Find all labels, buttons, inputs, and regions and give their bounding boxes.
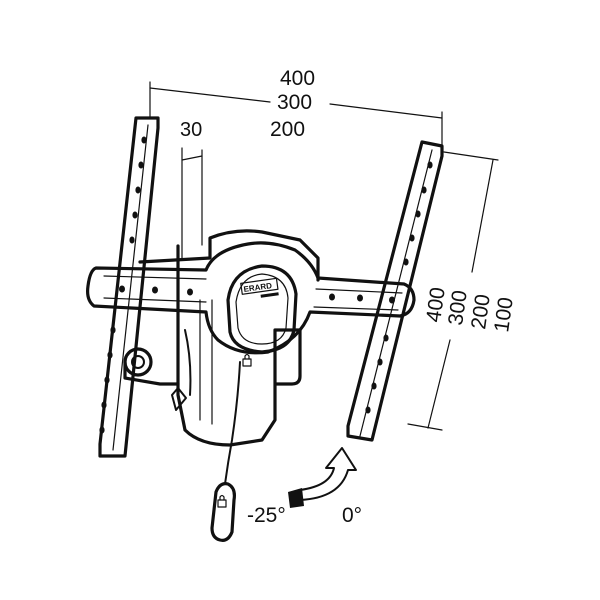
depth-dimension: 30 (180, 119, 203, 259)
rail-hole (104, 376, 110, 384)
dim-line-right (329, 103, 443, 119)
vertical-dim-4: 100 (490, 296, 518, 334)
lock-shackle (244, 353, 250, 360)
depth-dim-label: 30 (180, 119, 202, 141)
bar-hole (357, 294, 363, 302)
adjust-knob (123, 347, 153, 377)
body-shading (199, 299, 213, 425)
lock-body (242, 358, 252, 367)
left-vertical-rail (98, 116, 160, 458)
dim-line-left (149, 87, 271, 103)
central-housing-inner (235, 273, 289, 345)
logo-plate (240, 277, 279, 295)
rail-hole (132, 211, 138, 219)
rail-hole (101, 401, 107, 409)
horizontal-dim-3: 200 (270, 118, 305, 141)
vdim-top-tick (443, 151, 499, 161)
rail-hole (99, 426, 105, 434)
tilt-indicator: -25° 0° (247, 447, 362, 527)
left-rail-holes (99, 136, 147, 434)
tilt-arrow-start (288, 488, 304, 508)
bar-hole (119, 285, 125, 293)
rail-hole (427, 161, 433, 169)
rail-hole (415, 210, 421, 218)
brand-logo: ERARD (240, 277, 279, 298)
central-housing (226, 264, 298, 354)
bracket-top (138, 229, 320, 282)
vertical-dim-2: 300 (444, 289, 472, 327)
horizontal-dimension-guides (149, 81, 443, 149)
logo-underline (260, 292, 279, 298)
rail-hole (135, 186, 141, 194)
rail-hole (107, 351, 113, 359)
horizontal-bar: ERARD (86, 241, 416, 367)
rail-hole (365, 406, 371, 414)
handle-lock-shackle (219, 494, 225, 501)
logo-text: ERARD (243, 281, 273, 294)
bar-hole (152, 286, 158, 294)
rail-hole (129, 236, 135, 244)
left-rail-outline (98, 116, 160, 458)
bar-hole (389, 296, 395, 304)
right-rail-holes (365, 161, 433, 414)
rail-hole (421, 186, 427, 194)
tilt-arrow (299, 447, 357, 501)
release-handle[interactable] (210, 482, 236, 542)
rail-hole (138, 161, 144, 169)
adjust-knob-center (131, 355, 145, 369)
vertical-dimension-labels: 400 300 200 100 (422, 286, 518, 334)
tilt-max-label: 0° (342, 504, 362, 527)
rail-hole (110, 326, 116, 334)
bar-inner-edges (103, 275, 403, 311)
bracket-outline (176, 244, 302, 447)
rail-hole (141, 136, 147, 144)
rail-hole (377, 358, 383, 366)
lock-icon (242, 353, 252, 367)
vdim-line-top (471, 159, 494, 273)
rail-hole (383, 334, 389, 342)
right-rail-outline (346, 140, 444, 442)
body-edge (184, 329, 192, 396)
lock-icon (217, 494, 227, 508)
rail-hole (403, 258, 409, 266)
horizontal-bar-outline (86, 241, 416, 355)
tilt-lever (171, 387, 187, 411)
rail-hole (371, 382, 377, 390)
left-rail-edge (112, 124, 149, 451)
tilt-min-label: -25° (247, 504, 286, 527)
vertical-dimension-guides (407, 151, 499, 431)
release-cord-line (224, 361, 241, 485)
depth-guide-cross (181, 155, 203, 161)
horizontal-dim-1: 400 (280, 67, 315, 90)
vdim-bottom-tick (407, 423, 443, 431)
vertical-dim-3: 200 (467, 293, 495, 331)
rail-hole (409, 234, 415, 242)
knob-arm (123, 360, 180, 386)
handle-lock-body (217, 499, 227, 508)
horizontal-dimension-labels: 400 300 200 (270, 67, 315, 141)
vdim-line-bottom (427, 339, 451, 429)
wall-bracket-body (123, 229, 320, 447)
horizontal-dim-2: 300 (277, 91, 312, 114)
bar-holes (119, 285, 395, 304)
release-cord[interactable] (210, 361, 241, 542)
bar-hole (187, 288, 193, 296)
bar-hole (329, 293, 335, 301)
vertical-dim-1: 400 (422, 286, 450, 324)
